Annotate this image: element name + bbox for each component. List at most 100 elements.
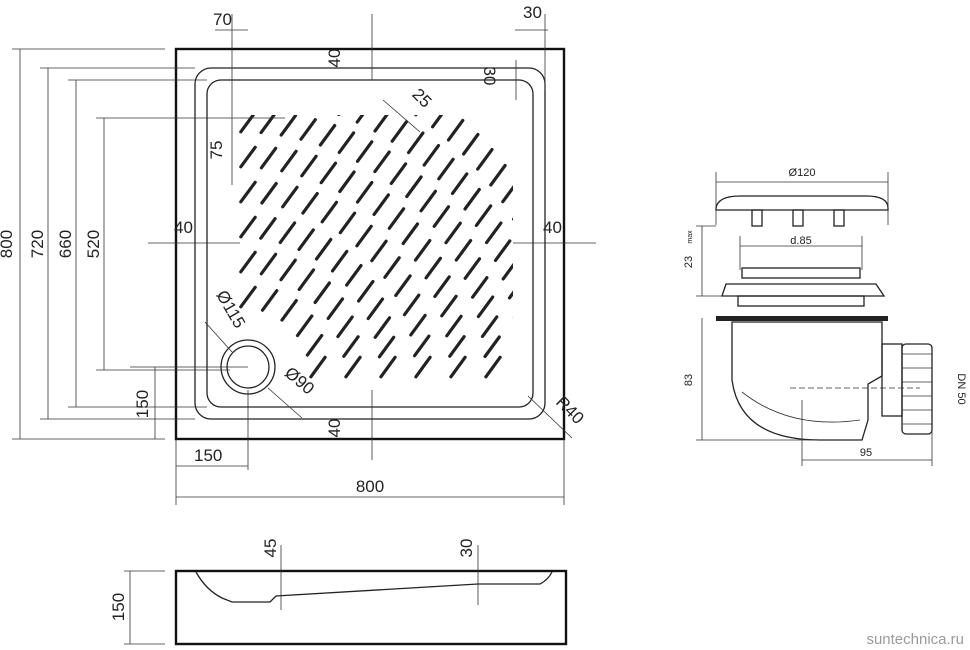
siphon-cap [715, 195, 889, 211]
tread-stroke [433, 275, 451, 298]
tread-stroke [344, 355, 362, 379]
tread-stroke [401, 222, 420, 246]
tread-stroke [501, 262, 513, 281]
dim-150-section: 150 [109, 593, 128, 621]
tread-stroke [295, 314, 314, 338]
section-profile [195, 571, 553, 603]
tread-stroke [448, 335, 466, 358]
cap-leg-2 [792, 209, 804, 227]
dim-25: 25 [408, 85, 435, 112]
section-outline [174, 569, 568, 646]
tread-stroke [355, 115, 365, 124]
tread-stroke [437, 157, 455, 181]
tread-stroke [239, 250, 257, 274]
tread-stroke [398, 85, 412, 105]
dim-line-d90 [267, 387, 303, 419]
tread-stroke [446, 118, 465, 142]
tread-stroke [262, 43, 276, 63]
tread-stroke [342, 335, 360, 358]
tread-stroke [279, 258, 297, 282]
dim-23-max: max [687, 230, 694, 244]
cap-leg-1 [751, 209, 763, 227]
siphon-body [731, 321, 883, 441]
tread-stroke [299, 118, 317, 141]
tread-stroke [239, 145, 257, 169]
tread-stroke [407, 131, 425, 155]
tread-stroke [520, 337, 534, 357]
tread-stroke [281, 80, 295, 100]
tread-stroke [239, 215, 257, 239]
tread-stroke [402, 293, 421, 317]
tread-stroke [380, 75, 394, 95]
anti-slip-pattern [239, 43, 564, 379]
tread-stroke [545, 276, 559, 296]
dim-75: 75 [207, 141, 226, 160]
tread-stroke [419, 189, 437, 213]
tread-stroke [405, 175, 423, 199]
dim-dn50: DN 50 [955, 373, 967, 404]
tread-stroke [314, 237, 333, 261]
tread-stroke [413, 334, 431, 358]
dim-800-bottom: 800 [356, 477, 384, 496]
dim-95: 95 [860, 447, 872, 459]
tread-stroke [463, 187, 481, 211]
tread-stroke [539, 256, 553, 276]
tread-stroke [483, 335, 501, 359]
tread-stroke [355, 181, 374, 204]
tread-stroke [373, 150, 391, 174]
tread-stroke [379, 355, 397, 379]
tread-stroke [330, 249, 349, 273]
dim-800-left: 800 [0, 230, 16, 258]
tread-stroke [501, 185, 513, 204]
tread-stroke [471, 276, 489, 299]
tread-stroke [302, 48, 316, 68]
tread-stroke [432, 205, 451, 228]
tread-stroke [431, 115, 444, 129]
tread-stroke [390, 120, 409, 143]
tread-stroke [532, 237, 546, 257]
siphon-strainer [741, 267, 861, 279]
tread-stroke [440, 294, 458, 318]
siphon-outlet-nut [901, 343, 933, 435]
tread-stroke [512, 316, 513, 318]
tread-stroke [297, 228, 315, 251]
dim-40-left: 40 [174, 218, 193, 237]
dim-40-top: 40 [325, 49, 344, 68]
tread-stroke [313, 281, 331, 305]
tread-stroke [550, 296, 564, 316]
tread-stroke [450, 172, 469, 195]
tread-stroke [449, 355, 467, 379]
tread-stroke [239, 285, 257, 309]
tread-stroke [319, 161, 338, 185]
tread-stroke [280, 149, 298, 173]
tread-stroke [474, 204, 493, 227]
dim-720: 720 [28, 230, 47, 258]
tread-stroke [320, 89, 334, 109]
tread-stroke [260, 289, 279, 312]
tread-stroke [422, 144, 441, 167]
dim-150-bottom: 150 [194, 446, 222, 465]
tread-stroke [278, 221, 297, 244]
dim-30-inner: 30 [480, 67, 499, 86]
tread-stroke [493, 239, 512, 262]
tread-stroke [239, 180, 257, 204]
tread-stroke [259, 217, 277, 240]
tread-stroke [259, 115, 276, 135]
dim-520: 520 [84, 230, 103, 258]
cap-leg-3 [833, 209, 845, 227]
tread-stroke [259, 146, 278, 170]
tread-stroke [476, 148, 494, 171]
tread-stroke [507, 290, 513, 300]
siphon-outlet-pipe [881, 343, 903, 417]
tread-stroke [338, 170, 356, 194]
siphon-flange [721, 283, 886, 297]
tread-stroke [342, 59, 356, 79]
section-view: 45 30 150 [109, 539, 568, 646]
dim-line-r40 [527, 395, 573, 439]
tread-stroke [489, 163, 507, 187]
siphon-body-curve [741, 391, 861, 423]
dim-30-top: 30 [523, 3, 542, 22]
tread-stroke [454, 239, 473, 262]
dim-30-section: 30 [457, 539, 476, 558]
